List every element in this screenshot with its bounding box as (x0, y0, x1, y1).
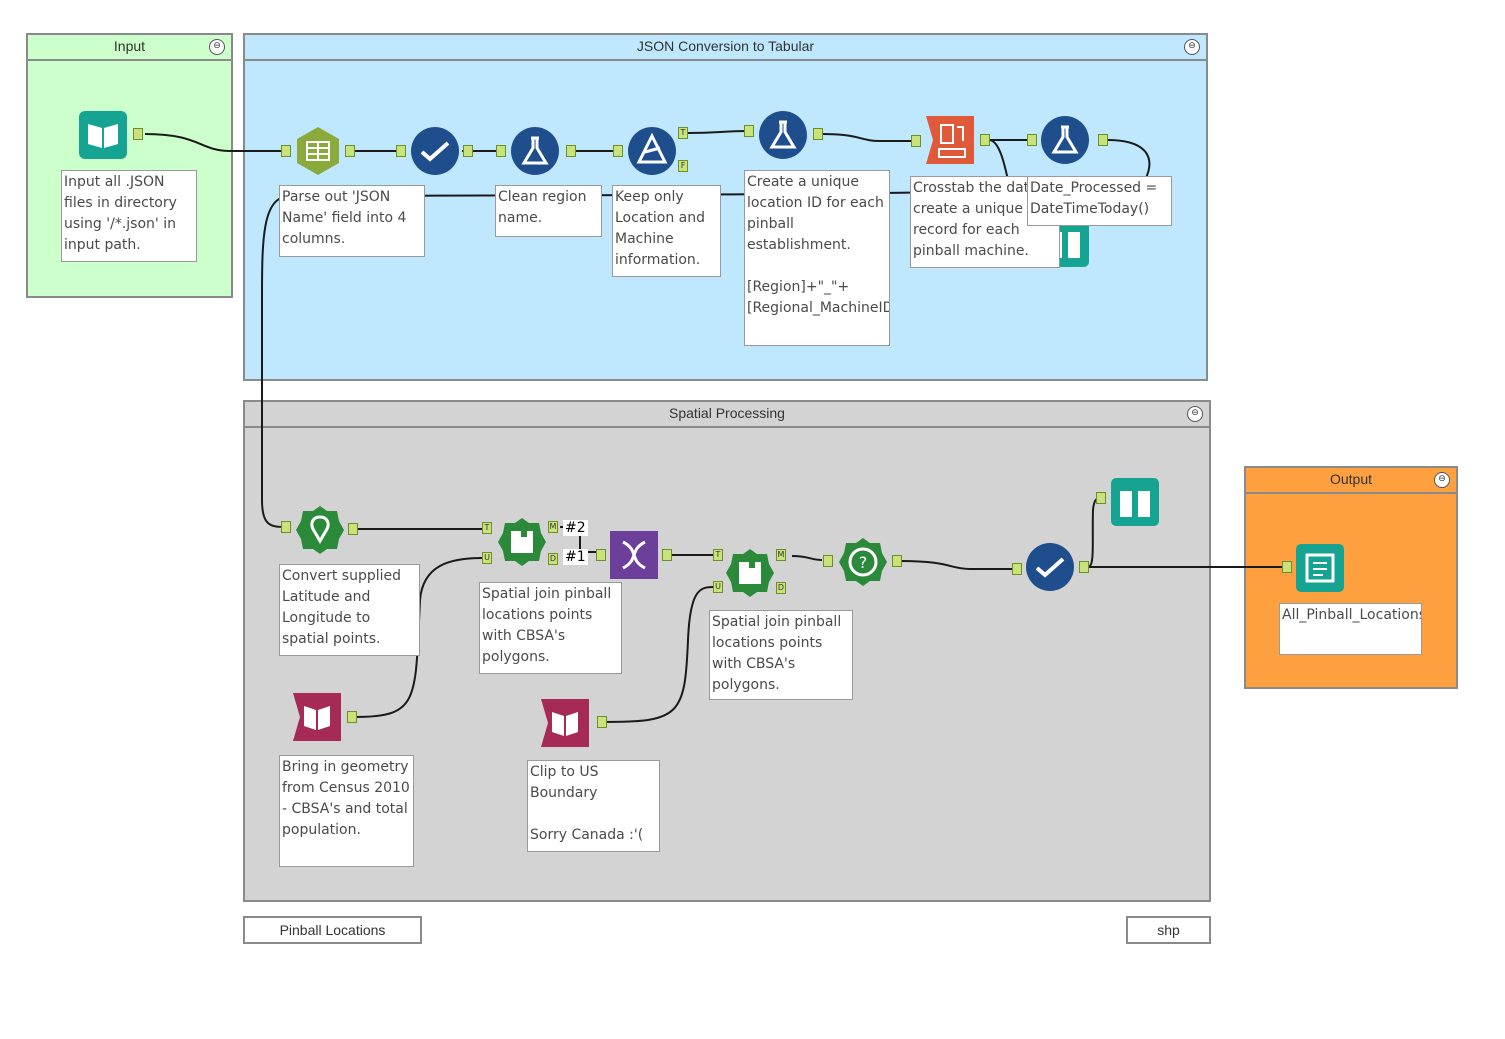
container-title: Spatial Processing (245, 402, 1209, 428)
comment-spatial-join-1: Spatial join pinball locations points wi… (479, 582, 622, 674)
output-data-tool[interactable] (1295, 543, 1345, 593)
comment-census: Bring in geometry from Census 2010 - CBS… (279, 755, 414, 867)
comment-parse: Parse out 'JSON Name' field into 4 colum… (279, 185, 425, 257)
comment-spatial-join-2: Spatial join pinball locations points wi… (709, 610, 853, 700)
output-anchor[interactable] (892, 555, 902, 567)
tab-shp[interactable]: shp (1126, 916, 1211, 944)
comment-clip: Clip to US Boundary Sorry Canada :'( (527, 760, 660, 852)
output-anchor[interactable] (1098, 134, 1108, 146)
svg-text:?: ? (859, 553, 868, 572)
input-anchor[interactable] (823, 555, 833, 567)
container-title: JSON Conversion to Tabular (245, 35, 1206, 61)
formula-tool[interactable] (1040, 115, 1090, 165)
census-input-tool[interactable] (292, 692, 342, 742)
true-anchor[interactable]: T (678, 127, 688, 139)
input-anchor[interactable] (1027, 134, 1037, 146)
dot-anchor[interactable]: D (548, 553, 558, 565)
match-anchor[interactable]: M (776, 549, 786, 561)
input-anchor[interactable] (1012, 563, 1022, 575)
output-anchor[interactable] (1079, 561, 1089, 573)
output-anchor[interactable] (980, 134, 990, 146)
collapse-icon[interactable]: ⊖ (209, 39, 225, 55)
input-anchor[interactable] (1096, 492, 1106, 504)
select-tool[interactable] (1025, 542, 1075, 592)
collapse-icon[interactable]: ⊖ (1184, 39, 1200, 55)
input-anchor[interactable] (911, 135, 921, 147)
input-anchor[interactable] (281, 521, 291, 533)
output-anchor[interactable] (813, 128, 823, 140)
output-anchor[interactable] (133, 128, 143, 140)
connection-label: #1 (563, 549, 588, 565)
comment-input: Input all .JSON files in directory using… (61, 170, 197, 262)
input-anchor[interactable] (281, 145, 291, 157)
formula-tool[interactable] (510, 126, 560, 176)
output-anchor[interactable] (345, 145, 355, 157)
spatial-match-tool[interactable] (725, 548, 775, 598)
crosstab-tool[interactable] (925, 115, 975, 165)
false-anchor[interactable]: F (678, 160, 688, 172)
select-tool[interactable] (410, 126, 460, 176)
collapse-icon[interactable]: ⊖ (1434, 472, 1450, 488)
input-anchor[interactable] (613, 145, 623, 157)
output-anchor[interactable] (463, 145, 473, 157)
output-anchor[interactable] (662, 549, 672, 561)
target-anchor[interactable]: T (713, 549, 723, 561)
universe-anchor[interactable]: U (713, 581, 723, 593)
output-container[interactable]: Output ⊖ (1244, 466, 1458, 689)
universe-anchor[interactable]: U (482, 552, 492, 564)
comment-output: All_Pinball_Locations.tde (1279, 603, 1422, 655)
output-anchor[interactable] (347, 711, 357, 723)
browse-tool[interactable] (1110, 477, 1160, 527)
spatial-match-tool[interactable] (497, 517, 547, 567)
input-anchor[interactable] (1282, 561, 1292, 573)
output-anchor[interactable] (566, 145, 576, 157)
comment-unique-id: Create a unique location ID for each pin… (744, 170, 890, 346)
tab-pinball-locations[interactable]: Pinball Locations (243, 916, 422, 944)
output-anchor[interactable] (348, 523, 358, 535)
connection-label: #2 (563, 520, 588, 536)
comment-clean: Clean region name. (495, 185, 602, 237)
target-anchor[interactable]: T (482, 522, 492, 534)
container-title: Output (1246, 468, 1456, 494)
comment-date: Date_Processed = DateTimeToday() (1027, 176, 1172, 226)
input-anchor[interactable] (596, 549, 606, 561)
text-to-columns-tool[interactable] (293, 126, 343, 176)
input-anchor[interactable] (396, 145, 406, 157)
formula-tool[interactable] (758, 110, 808, 160)
dot-anchor[interactable]: D (776, 582, 786, 594)
spatial-info-tool[interactable]: ? (838, 537, 888, 587)
filter-tool[interactable] (627, 126, 677, 176)
clip-input-tool[interactable] (540, 698, 590, 748)
input-anchor[interactable] (496, 145, 506, 157)
comment-create-points: Convert supplied Latitude and Longitude … (279, 564, 420, 656)
input-data-tool[interactable] (78, 110, 128, 160)
container-title: Input (28, 35, 231, 61)
comment-keep: Keep only Location and Machine informati… (612, 185, 721, 277)
input-anchor[interactable] (744, 125, 754, 137)
dna-tool[interactable] (609, 530, 659, 580)
create-points-tool[interactable] (295, 505, 345, 555)
collapse-icon[interactable]: ⊖ (1187, 406, 1203, 422)
match-anchor[interactable]: M (548, 521, 558, 533)
output-anchor[interactable] (597, 716, 607, 728)
